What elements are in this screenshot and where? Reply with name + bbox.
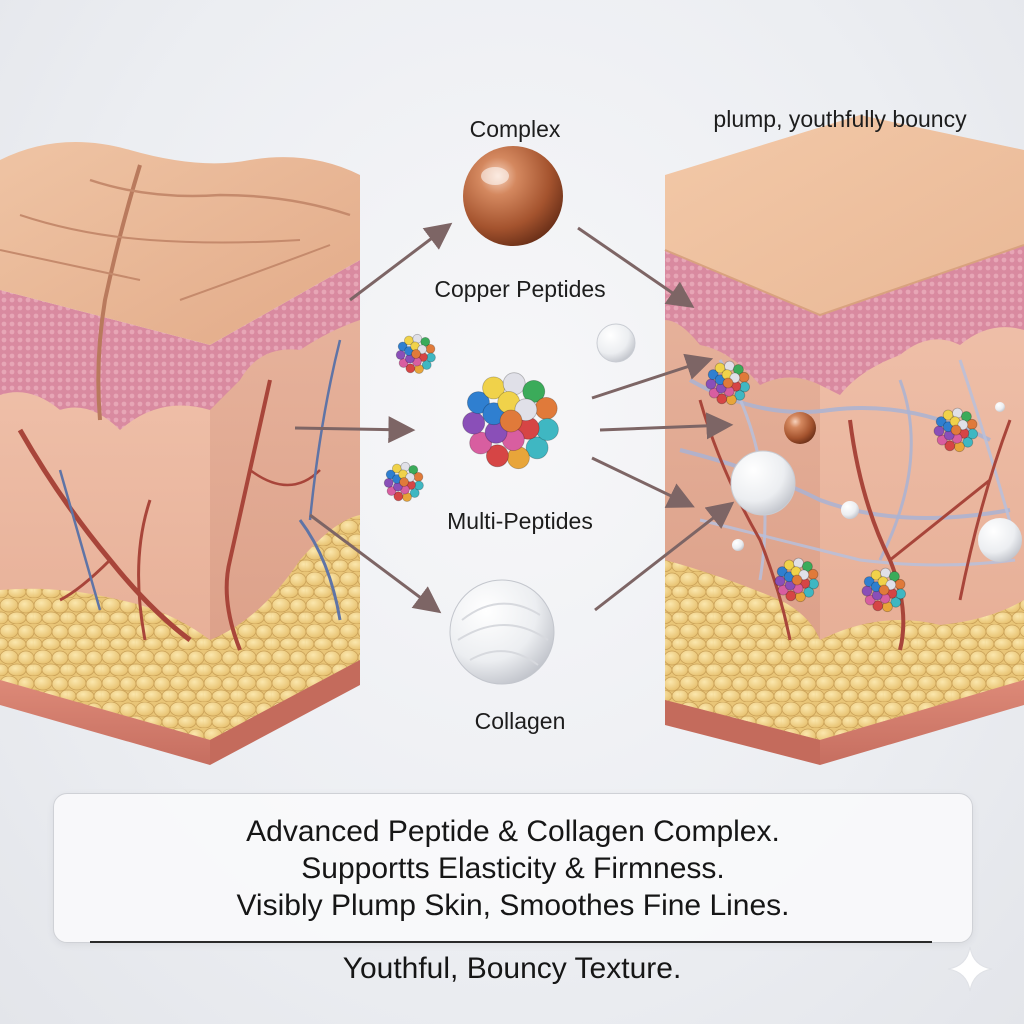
- caption-line-3: Visibly Plump Skin, Smoothes Fine Lines.: [236, 888, 790, 922]
- copper-peptide-sphere: [463, 146, 563, 246]
- arrow-multi-to-plump-3: [591, 456, 695, 508]
- caption-box: Advanced Peptide & Collagen Complex. Sup…: [53, 793, 973, 943]
- copper-peptides-label: Copper Peptides: [434, 276, 606, 302]
- flow-arrows: [294, 222, 735, 614]
- arrow-collagen-to-plump: [594, 501, 735, 612]
- complex-label: Complex: [469, 116, 561, 142]
- arrow-copper-to-plump: [577, 226, 695, 309]
- small-cluster-b: [383, 461, 424, 502]
- multi-peptides-label: Multi-Peptides: [447, 508, 593, 534]
- arrow-aged-to-multi: [294, 416, 416, 444]
- result-label: plump, youthfully bouncy: [713, 106, 967, 132]
- small-cluster-a: [395, 333, 436, 374]
- arrow-multi-to-plump-1: [591, 353, 714, 400]
- aged-skin-block: [0, 142, 360, 765]
- footer-tagline: Youthful, Bouncy Texture.: [342, 952, 682, 985]
- arrow-aged-to-collagen: [309, 513, 442, 614]
- collagen-label: Collagen: [474, 708, 566, 734]
- arrow-multi-to-plump-2: [599, 412, 734, 440]
- embedded-cluster-b: [933, 407, 978, 453]
- collagen-sphere: [449, 579, 555, 685]
- embedded-cluster-a: [705, 360, 750, 406]
- small-peptide-clusters: [383, 333, 436, 502]
- caption-line-2: Supportts Elasticity & Firmness.: [301, 851, 725, 885]
- multi-peptide-cluster: [462, 372, 559, 470]
- arrow-aged-to-copper: [349, 222, 453, 302]
- caption-line-1: Advanced Peptide & Collagen Complex.: [246, 814, 780, 848]
- embedded-peptide-clusters: [705, 360, 978, 613]
- sparkle-icon: [947, 946, 993, 992]
- floating-pearl: [596, 323, 636, 363]
- embedded-cluster-c: [774, 557, 819, 603]
- plump-skin-block: [664, 115, 1024, 765]
- embedded-cluster-d: [861, 567, 906, 613]
- divider: [90, 941, 932, 943]
- multi-peptide-cluster-balls: [462, 372, 559, 470]
